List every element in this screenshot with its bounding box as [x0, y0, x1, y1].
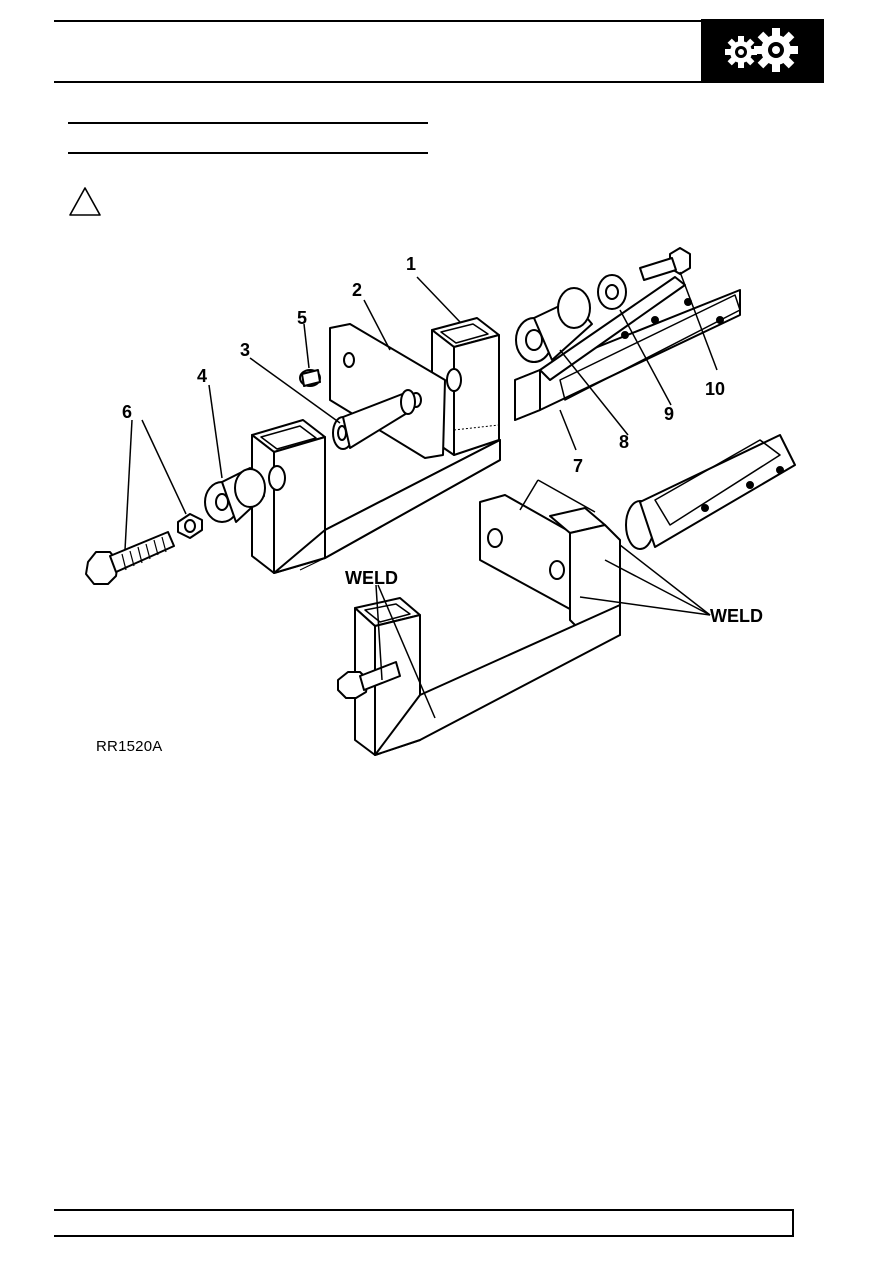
weld-label-right: WELD: [710, 606, 763, 626]
section-rule-2: [68, 152, 428, 154]
callout-4: 4: [197, 366, 207, 386]
header-bottom-rule: [54, 81, 824, 83]
callout-8: 8: [619, 432, 629, 452]
gears-icon: [701, 19, 824, 82]
callout-1: 1: [406, 254, 416, 274]
u-frame-upper: [251, 317, 501, 574]
callout-5: 5: [297, 308, 307, 328]
footer-box: [54, 1209, 794, 1237]
weld-label-left: WELD: [345, 568, 398, 588]
callout-10: 10: [705, 379, 725, 399]
callout-2: 2: [352, 280, 362, 300]
callout-3: 3: [240, 340, 250, 360]
callout-7: 7: [573, 456, 583, 476]
header-top-rule: [54, 20, 824, 22]
callout-6: 6: [122, 402, 132, 422]
section-rule-1: [68, 122, 428, 124]
figure-code: RR1520A: [96, 738, 163, 755]
callout-9: 9: [664, 404, 674, 424]
exploded-view-figure: 1 2 5 3 4 6 7 8 9 10 WELD WELD: [60, 240, 820, 775]
warning-triangle-icon: [68, 186, 102, 223]
